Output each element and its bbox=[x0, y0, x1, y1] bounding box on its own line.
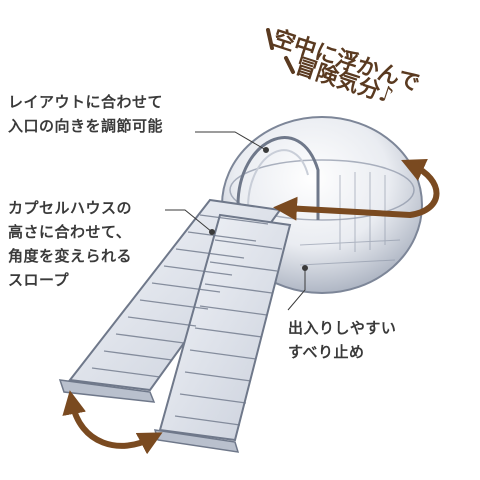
callout-slope-line-1: カプセルハウスの bbox=[8, 199, 133, 217]
rotate-arrow bbox=[273, 159, 440, 221]
headline-decoration bbox=[266, 28, 295, 74]
callout-entrance-line-2: 入口の向きを調節可能 bbox=[8, 117, 164, 135]
callout-slope: カプセルハウスの 高さに合わせて、 角度を変えられる スロープ bbox=[8, 196, 132, 292]
callout-slope-line-2: 高さに合わせて、 bbox=[8, 223, 132, 241]
angle-arrow bbox=[62, 390, 163, 455]
callout-slope-line-3: 角度を変えられる bbox=[8, 247, 133, 265]
callout-entrance: レイアウトに合わせて 入口の向きを調節可能 bbox=[8, 90, 163, 138]
callout-nonslip: 出入りしやすい すべり止め bbox=[288, 316, 396, 364]
callout-nonslip-line-2: すべり止め bbox=[288, 343, 365, 361]
callout-lines bbox=[165, 131, 308, 311]
callout-nonslip-line-1: 出入りしやすい bbox=[288, 319, 397, 337]
callout-entrance-line-1: レイアウトに合わせて bbox=[8, 93, 164, 111]
callout-slope-line-4: スロープ bbox=[8, 271, 70, 289]
